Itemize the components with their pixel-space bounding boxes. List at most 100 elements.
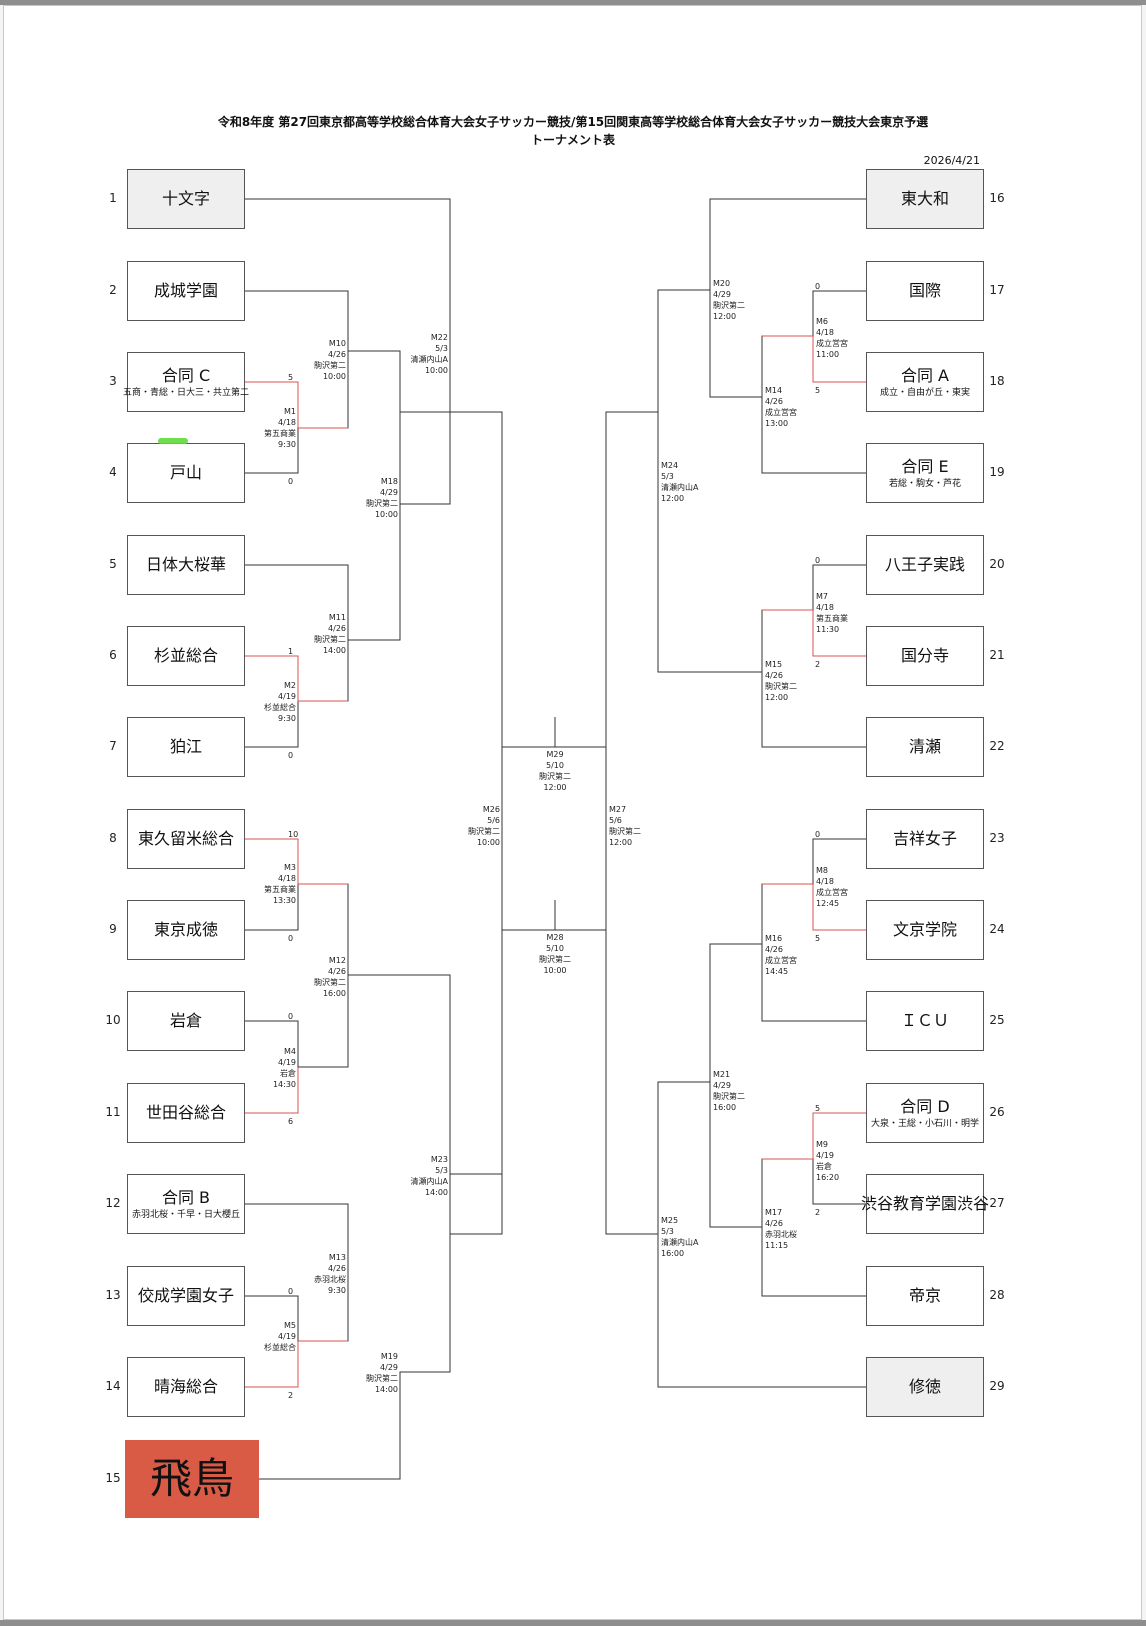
team-box-15: 飛鳥: [125, 1440, 259, 1518]
score-m7-top: 0: [815, 556, 821, 565]
team-name: 東大和: [900, 189, 949, 208]
match-id: M25: [661, 1216, 679, 1225]
m3-line-top: [245, 838, 299, 885]
match-date: 4/18: [816, 877, 834, 886]
match-id: M28: [546, 933, 564, 942]
match-venue: 駒沢第二: [765, 682, 797, 691]
match-venue: 杉並総合: [264, 1343, 296, 1352]
match-venue: 駒沢第二: [713, 301, 745, 310]
m4-line-bottom: [245, 1067, 299, 1114]
match-time: 10:00: [476, 838, 500, 847]
match-time: 12:00: [713, 312, 737, 321]
score-m5-top: 0: [288, 1287, 294, 1296]
match-time: 14:30: [272, 1080, 296, 1089]
seed-number: 6: [109, 648, 117, 662]
match-time: 16:20: [816, 1173, 840, 1182]
match-date: 5/3: [661, 1227, 674, 1236]
team-box-14: 晴海総合: [127, 1357, 245, 1417]
m20-line: [709, 198, 866, 398]
team-box-25: ＩＣＵ: [866, 991, 984, 1051]
match-date: 4/29: [713, 1081, 731, 1090]
match-id: M4: [284, 1047, 296, 1056]
team-members: 五商・青総・日大三・共立第二: [123, 387, 250, 398]
match-time: 16:00: [322, 989, 346, 998]
score-m6-top: 0: [815, 282, 821, 291]
team-box-28: 帝京: [866, 1266, 984, 1326]
m1-line-top: [245, 381, 299, 428]
seed-number: 17: [989, 283, 1005, 297]
score-m2-bottom: 0: [288, 751, 294, 760]
m22-line: [245, 198, 451, 505]
match-venue: 赤羽北桜: [314, 1275, 346, 1284]
match-time: 14:00: [374, 1385, 398, 1394]
match-venue: 駒沢第二: [314, 635, 346, 644]
match-venue: 駒沢第二: [314, 978, 346, 987]
match-id: M21: [713, 1070, 731, 1079]
match-time: 16:00: [661, 1249, 685, 1258]
match-venue: 成立営宮: [765, 956, 797, 965]
team-name: 日体大桜華: [145, 555, 226, 574]
m5-line-bottom: [245, 1341, 299, 1388]
match-date: 5/3: [661, 472, 674, 481]
team-box-7: 狛江: [127, 717, 245, 777]
score-m2-top: 1: [288, 647, 294, 656]
m2-line-bottom: [245, 701, 299, 748]
match-id: M20: [713, 279, 731, 288]
match-time: 11:15: [765, 1241, 789, 1250]
match-time: 13:30: [272, 896, 296, 905]
m4-line-top: [245, 1020, 299, 1067]
match-time: 10:00: [322, 372, 346, 381]
seed-number: 18: [989, 374, 1005, 388]
match-date: 5/10: [546, 761, 564, 770]
seed-number: 13: [105, 1288, 121, 1302]
match-venue: 駒沢第二: [539, 772, 571, 781]
team-box-4: 戸山: [127, 443, 245, 503]
seed-number: 16: [989, 191, 1005, 205]
team-members: 成立・自由が丘・東実: [879, 387, 970, 398]
match-id: M24: [661, 461, 679, 470]
match-info-m15: M15 4/26 駒沢第二 12:00: [765, 659, 797, 703]
match-date: 4/18: [816, 328, 834, 337]
match-id: M22: [430, 333, 448, 342]
match-date: 4/19: [278, 1332, 296, 1341]
team-name: 合同 C: [161, 365, 211, 385]
team-box-2: 成城学園: [127, 261, 245, 321]
match-date: 4/26: [328, 967, 346, 976]
team-box-23: 吉祥女子: [866, 809, 984, 869]
match-venue: 駒沢第二: [468, 827, 500, 836]
match-time: 16:00: [713, 1103, 737, 1112]
score-m8-bottom: 5: [815, 934, 821, 943]
score-m4-top: 0: [288, 1012, 294, 1021]
m18-line: [348, 350, 401, 641]
match-date: 4/26: [765, 671, 783, 680]
match-venue: 清瀬内山A: [410, 355, 448, 364]
team-box-9: 東京成徳: [127, 900, 245, 960]
match-venue: 駒沢第二: [314, 361, 346, 370]
match-id: M15: [765, 660, 783, 669]
team-box-16: 東大和: [866, 169, 984, 229]
match-date: 4/26: [328, 624, 346, 633]
match-venue: 清瀬内山A: [661, 483, 699, 492]
seed-number: 22: [989, 739, 1005, 753]
m9-line-top: [812, 1112, 866, 1159]
seed-number: 4: [109, 465, 117, 479]
match-time: 12:00: [765, 693, 789, 702]
team-name: 文京学院: [892, 920, 957, 939]
m2-line-top: [245, 655, 299, 702]
match-date: 4/19: [816, 1151, 834, 1160]
match-time: 11:00: [816, 350, 840, 359]
match-time: 10:00: [374, 510, 398, 519]
seed-number: 19: [989, 465, 1005, 479]
